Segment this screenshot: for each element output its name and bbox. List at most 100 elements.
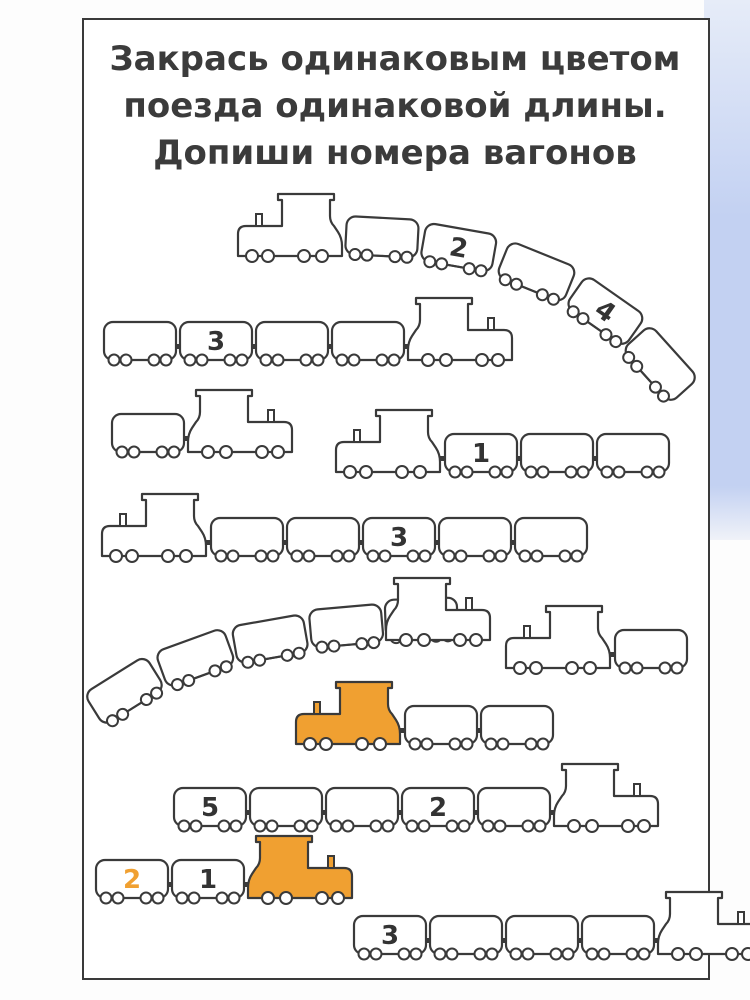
wheel-icon xyxy=(261,891,275,905)
wagon xyxy=(504,914,580,961)
wheel-icon xyxy=(433,947,447,961)
wheel-icon xyxy=(360,248,374,262)
wheel-icon xyxy=(107,353,121,367)
locomotive-body xyxy=(294,680,402,746)
coupler xyxy=(502,938,507,943)
coupler xyxy=(477,728,482,733)
wheel-icon xyxy=(150,686,164,700)
wheel-icon xyxy=(671,947,685,961)
wheel-icon xyxy=(266,549,280,563)
wheel-icon xyxy=(331,891,345,905)
wheel-icon xyxy=(612,465,626,479)
coupler xyxy=(252,344,257,349)
chimney xyxy=(633,783,641,797)
wheel-icon xyxy=(387,353,401,367)
wagon: 3 xyxy=(178,320,254,367)
wheel-icon xyxy=(111,891,125,905)
wheel-icon xyxy=(297,249,311,263)
wagon xyxy=(519,432,595,479)
coupler xyxy=(359,540,364,545)
wagon xyxy=(308,603,385,654)
wheel-icon xyxy=(418,549,432,563)
train-2: 3 xyxy=(102,296,514,367)
wheel-icon xyxy=(223,353,237,367)
wheel-icon xyxy=(388,250,402,264)
wheel-icon xyxy=(640,465,654,479)
locomotive-body xyxy=(656,890,750,956)
chimney xyxy=(119,513,127,527)
wagon-number: 3 xyxy=(390,523,408,553)
wheel-icon xyxy=(500,465,514,479)
wagon xyxy=(231,614,309,669)
wheel-icon xyxy=(177,819,191,833)
wheel-icon xyxy=(484,737,498,751)
wheel-icon xyxy=(175,891,189,905)
wheel-icon xyxy=(161,549,175,563)
coupler xyxy=(404,344,409,349)
wagon-number: 2 xyxy=(123,865,141,895)
wheel-icon xyxy=(303,737,317,751)
wheel-icon xyxy=(448,737,462,751)
wheel-icon xyxy=(533,819,547,833)
train-4: 1 xyxy=(334,408,671,479)
coupler xyxy=(578,938,583,943)
wheel-icon xyxy=(115,445,129,459)
wheel-icon xyxy=(585,819,599,833)
wheel-icon xyxy=(421,353,435,367)
wheel-icon xyxy=(566,305,580,319)
wheel-icon xyxy=(565,661,579,675)
wheel-icon xyxy=(439,353,453,367)
wheel-icon xyxy=(524,737,538,751)
wheel-icon xyxy=(406,549,420,563)
coupler xyxy=(440,456,445,461)
wheel-icon xyxy=(397,947,411,961)
wheel-icon xyxy=(530,549,544,563)
wheel-icon xyxy=(609,335,623,349)
wheel-icon xyxy=(496,737,510,751)
wheel-icon xyxy=(561,947,575,961)
wheel-icon xyxy=(518,549,532,563)
wheel-icon xyxy=(435,257,449,271)
wheel-icon xyxy=(245,249,259,263)
coupler xyxy=(610,652,615,657)
wagon: 2 xyxy=(420,222,498,278)
wheel-icon xyxy=(279,891,293,905)
wheel-icon xyxy=(535,288,549,302)
wheel-icon xyxy=(241,655,255,669)
wheel-icon xyxy=(381,819,395,833)
train-8 xyxy=(294,680,555,751)
wheel-icon xyxy=(509,277,523,291)
chimney xyxy=(465,597,473,611)
train-5: 3 xyxy=(100,492,589,563)
wheel-icon xyxy=(567,819,581,833)
locomotive-body xyxy=(334,408,442,474)
wheel-icon xyxy=(457,819,471,833)
wheel-icon xyxy=(482,549,496,563)
wagon-number: 3 xyxy=(207,327,225,357)
wheel-icon xyxy=(536,465,550,479)
wheel-icon xyxy=(570,549,584,563)
wheel-icon xyxy=(235,353,249,367)
title-line-1: Закрась одинаковым цветом xyxy=(109,39,681,79)
wheel-icon xyxy=(299,353,313,367)
wheel-icon xyxy=(367,636,381,650)
wheel-icon xyxy=(280,648,294,662)
title-line-2: поезда одинаковой длины. xyxy=(123,86,667,126)
wheel-icon xyxy=(656,389,670,403)
wagon xyxy=(622,327,696,403)
wheel-icon xyxy=(637,819,651,833)
locomotive-body xyxy=(186,388,294,454)
coupler xyxy=(328,344,333,349)
wheel-icon xyxy=(147,353,161,367)
wheel-icon xyxy=(475,353,489,367)
coupler xyxy=(322,810,327,815)
locomotive-body xyxy=(406,296,514,362)
coupler xyxy=(654,938,659,943)
wheel-icon xyxy=(369,947,383,961)
coupler xyxy=(206,540,211,545)
wagon xyxy=(595,432,671,479)
wheel-icon xyxy=(625,947,639,961)
wheel-icon xyxy=(618,661,632,675)
wheel-icon xyxy=(454,549,468,563)
